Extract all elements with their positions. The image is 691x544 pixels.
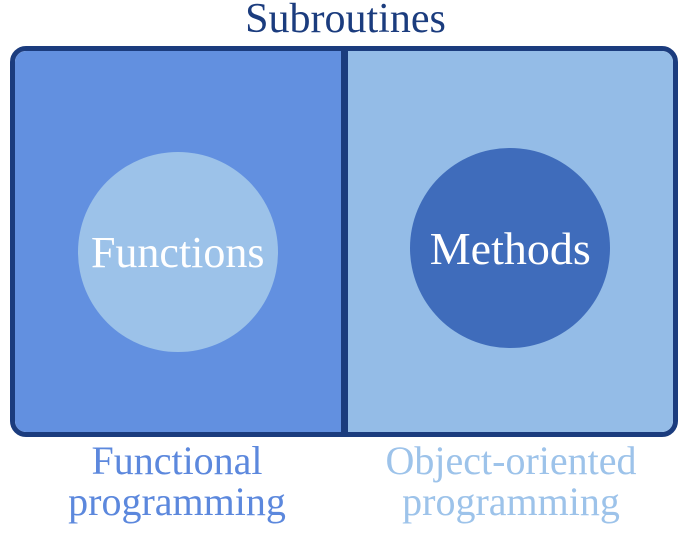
methods-circle: Methods bbox=[410, 148, 611, 348]
functional-caption-line1: Functional bbox=[91, 438, 263, 483]
object-oriented-caption-line2: programming bbox=[402, 479, 620, 524]
object-oriented-caption-line1: Object-oriented bbox=[385, 438, 637, 483]
functions-circle: Functions bbox=[77, 152, 278, 352]
diagram-title: Subroutines bbox=[245, 0, 446, 42]
object-oriented-programming-caption: Object-oriented programming bbox=[344, 440, 678, 522]
functional-caption-line2: programming bbox=[68, 479, 286, 524]
diagram-frame: Functions Methods bbox=[10, 46, 678, 437]
methods-circle-label: Methods bbox=[429, 222, 591, 274]
panel-divider bbox=[340, 51, 348, 432]
functions-circle-label: Functions bbox=[90, 227, 265, 277]
functional-programming-caption: Functional programming bbox=[10, 440, 344, 522]
object-oriented-programming-panel: Methods bbox=[347, 51, 673, 432]
panel-captions: Functional programming Object-oriented p… bbox=[10, 440, 678, 522]
functional-programming-panel: Functions bbox=[15, 51, 341, 432]
